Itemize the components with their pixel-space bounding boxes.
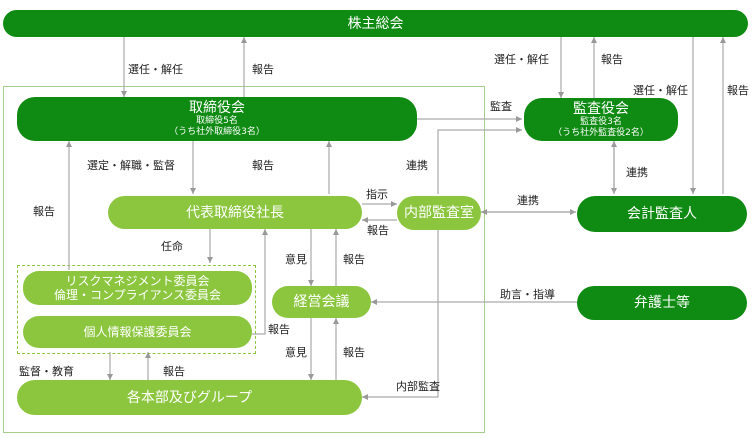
label-report-privacy: 報告 (268, 323, 290, 336)
risk-committee-label: リスクマネジメント委員会 (65, 274, 210, 288)
label-report-committee-board: 報告 (33, 205, 55, 218)
privacy-committee: 個人情報保護委員会 (23, 316, 252, 348)
label-appoint: 任命 (161, 240, 183, 253)
audit-board-members: 監査役3名 (580, 116, 622, 127)
board-title: 取締役会 (189, 100, 245, 116)
label-report-internal-president: 報告 (367, 224, 389, 237)
label-coop-internal: 連携 (406, 159, 428, 172)
board-members: 取締役5名 (196, 116, 238, 126)
lawyers-label: 弁護士等 (634, 295, 690, 311)
management-council-label: 経営会議 (293, 294, 350, 310)
management-council: 経営会議 (272, 286, 371, 318)
divisions-and-groups: 各本部及びグループ (17, 380, 362, 415)
audit-board-outside-members: （うち社外監査役2名） (553, 127, 649, 138)
label-instruct: 指示 (366, 188, 388, 201)
label-coop-accounting: 連携 (517, 194, 539, 207)
label-report-divisions-council: 報告 (343, 346, 365, 359)
audit-board-title: 監査役会 (573, 100, 629, 117)
label-opinion-1: 意見 (285, 253, 307, 266)
president-label: 代表取締役社長 (186, 204, 284, 221)
shareholders-meeting: 株主総会 (3, 10, 748, 37)
label-report-accounting: 報告 (727, 84, 749, 97)
accounting-auditor-label: 会計監査人 (627, 206, 697, 222)
accounting-auditor: 会計監査人 (577, 196, 747, 232)
audit-board: 監査役会 監査役3名 （うち社外監査役2名） (524, 98, 678, 141)
label-coop-auditors: 連携 (626, 166, 648, 179)
divisions-label: 各本部及びグループ (126, 389, 253, 406)
board-outside-members: （うち社外取締役3名） (169, 127, 265, 137)
label-report-board: 報告 (252, 63, 274, 76)
label-report-auditors: 報告 (601, 53, 623, 66)
label-audit: 監査 (490, 100, 512, 113)
label-report-council-president: 報告 (343, 253, 365, 266)
label-appoint-dismiss-board: 選任・解任 (128, 63, 183, 76)
label-internal-audit: 内部監査 (396, 380, 440, 393)
board-of-directors: 取締役会 取締役5名 （うち社外取締役3名） (17, 97, 417, 141)
label-report-president-board: 報告 (252, 159, 274, 172)
label-supervise-educate: 監督・教育 (19, 365, 74, 378)
label-appoint-dismiss-accounting: 選任・解任 (633, 84, 688, 97)
lawyers: 弁護士等 (577, 286, 747, 320)
label-select-supervise: 選定・解職・監督 (87, 159, 175, 172)
compliance-committee-label: 倫理・コンプライアンス委員会 (54, 288, 221, 302)
committees-frame (17, 265, 256, 354)
risk-compliance-committee: リスクマネジメント委員会 倫理・コンプライアンス委員会 (23, 271, 252, 305)
label-report-divisions-committee: 報告 (163, 365, 185, 378)
president: 代表取締役社長 (108, 196, 362, 229)
label-appoint-dismiss-auditors: 選任・解任 (494, 53, 549, 66)
label-opinion-2: 意見 (285, 346, 307, 359)
internal-audit-office: 内部監査室 (397, 196, 481, 230)
label-advice: 助言・指導 (500, 288, 555, 301)
privacy-committee-label: 個人情報保護委員会 (83, 325, 192, 339)
shareholders-meeting-label: 株主総会 (347, 15, 404, 32)
internal-audit-office-label: 内部監査室 (404, 205, 474, 221)
